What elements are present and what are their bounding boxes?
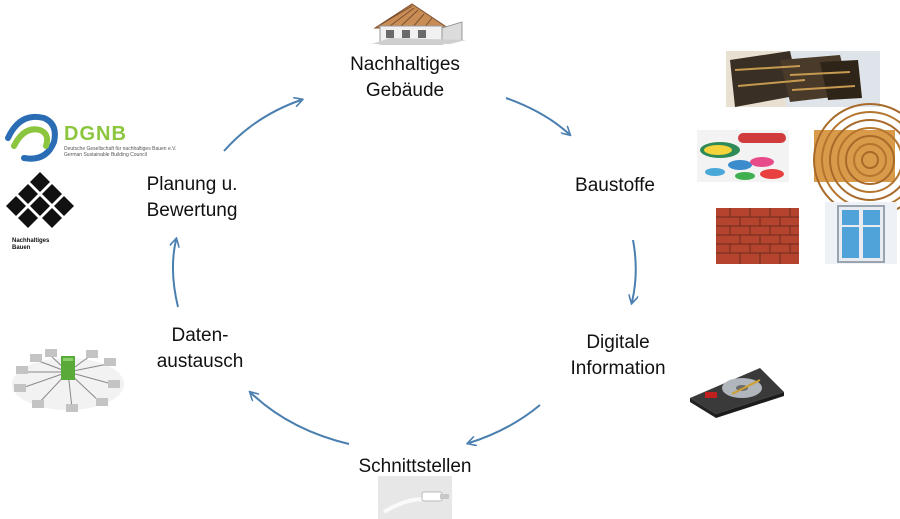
node-planung-line2: Bewertung (146, 200, 238, 221)
arrow-gebaeude-to-baustoffe (505, 97, 569, 134)
node-baustoffe: Baustoffe (550, 173, 680, 199)
node-datenaustausch-line1: Daten- (171, 325, 229, 346)
node-schnittstellen-line1: Schnittstellen (358, 456, 472, 477)
arrow-datenaustausch-to-planung (173, 240, 178, 308)
node-digitale: Digitale Information (548, 330, 688, 382)
node-datenaustausch-line2: austausch (156, 351, 244, 372)
dgnb-logo: DGNB Deutsche Gesellschaft für nachhalti… (64, 124, 176, 158)
node-planung: Planung u. Bewertung (122, 172, 262, 224)
dgnb-logo-sub1: Deutsche Gesellschaft für nachhaltiges B… (64, 146, 177, 152)
node-schnittstellen: Schnittstellen (330, 454, 500, 480)
node-digitale-line2: Information (570, 358, 666, 379)
node-planung-line1: Planung u. (146, 174, 238, 195)
dgnb-logo-sub2: German Sustainable Building Council (64, 152, 147, 158)
node-digitale-line1: Digitale (586, 332, 650, 353)
node-datenaustausch: Daten- austausch (135, 323, 265, 375)
nachhaltiges-bauen-logo-line1: Nachhaltiges (12, 238, 50, 244)
node-gebaeude-line2: Gebäude (365, 80, 445, 101)
arrow-planung-to-gebaeude (223, 100, 301, 152)
arrow-digitale-to-schnittstellen (469, 404, 541, 443)
arrow-schnittstellen-to-datenaustausch (251, 393, 350, 445)
node-gebaeude-line1: Nachhaltiges (350, 54, 460, 75)
nachhaltiges-bauen-logo: Nachhaltiges Bauen (12, 238, 49, 252)
nachhaltiges-bauen-logo-line2: Bauen (12, 245, 31, 251)
arrow-baustoffe-to-digitale (632, 239, 636, 302)
node-gebaeude: Nachhaltiges Gebäude (330, 52, 480, 104)
node-baustoffe-line1: Baustoffe (575, 175, 655, 196)
dgnb-logo-name: DGNB (64, 123, 127, 145)
